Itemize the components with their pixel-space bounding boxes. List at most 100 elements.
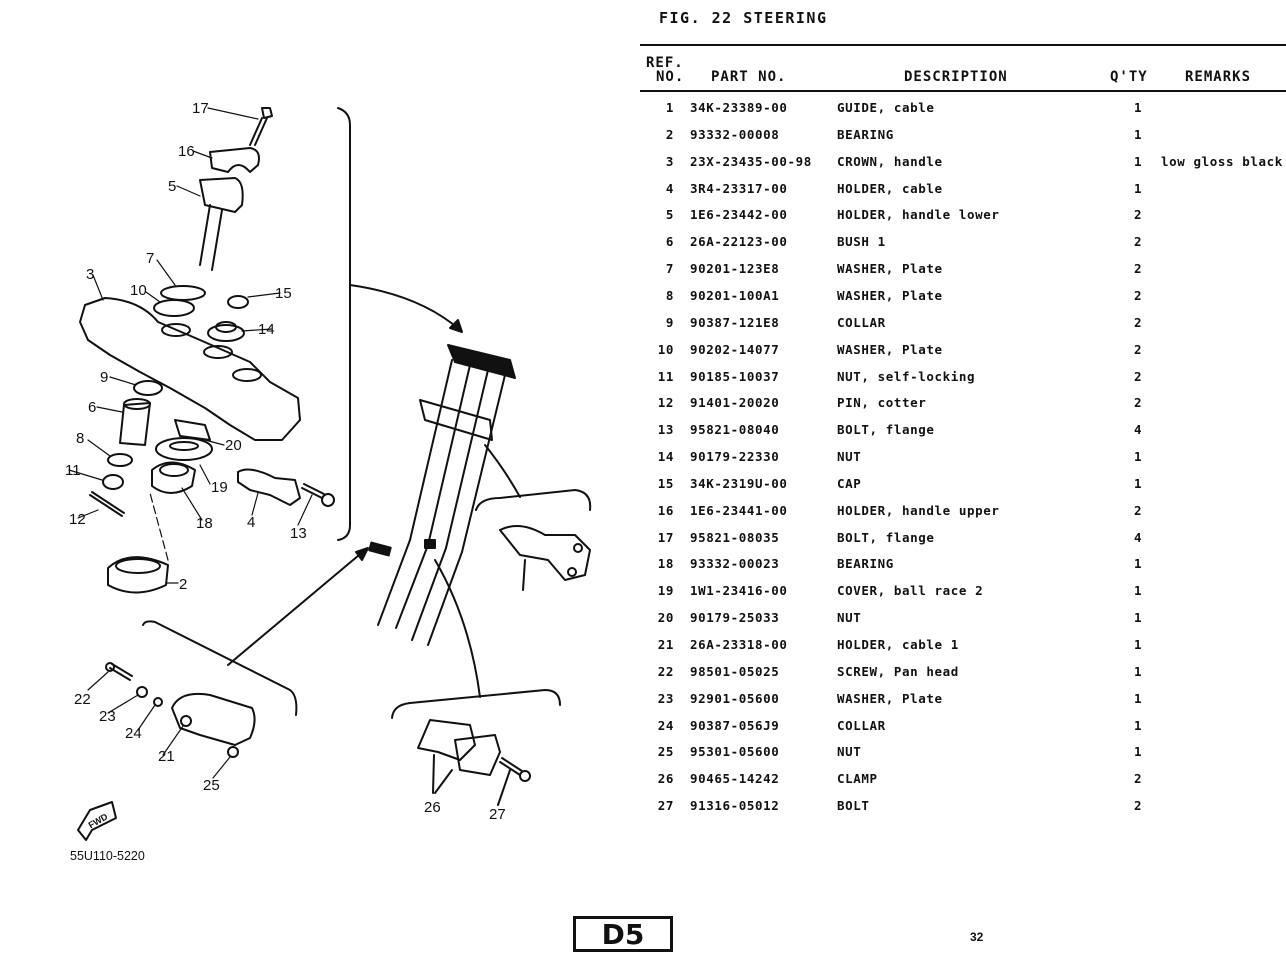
- cell-part-no: 93332-00008: [690, 126, 780, 142]
- cell-ref: 10: [657, 341, 674, 357]
- cell-description: BOLT, flange: [837, 422, 935, 438]
- part-1-cable-guide: [499, 525, 591, 581]
- cell-description: BOLT, flange: [837, 529, 935, 545]
- cell-part-no: 34K-23389-00: [690, 100, 788, 115]
- group-bracket-lower: [142, 620, 298, 716]
- cell-ref: 7: [665, 261, 674, 277]
- callout: 12: [69, 511, 86, 528]
- cell-description: HOLDER, cable: [837, 180, 943, 196]
- callout: 21: [158, 748, 175, 765]
- part-26-clamp: [417, 719, 476, 761]
- cell-qty: 2: [1134, 395, 1143, 411]
- part-11-nut: [102, 474, 124, 490]
- callout: 10: [130, 282, 147, 299]
- callout-labels: 17 16 5 7 15 10 3 14 9 6 20 8 19 11 18 4…: [65, 100, 506, 830]
- cell-ref: 25: [657, 744, 674, 760]
- cell-qty: 2: [1134, 314, 1143, 330]
- leader-arrow-crown: [349, 284, 461, 331]
- header-top-rule: [640, 44, 1286, 46]
- part-24-collar: [153, 697, 163, 707]
- section-badge: D5: [573, 916, 673, 952]
- cell-ref: 23: [657, 690, 674, 706]
- cell-ref: 13: [657, 422, 674, 438]
- cell-part-no: 34K-2319U-00: [690, 475, 788, 491]
- cell-ref: 5: [665, 207, 674, 223]
- cell-part-no: 93332-00023: [690, 556, 780, 572]
- cell-part-no: 90202-14077: [690, 341, 780, 357]
- cell-ref: 20: [657, 610, 674, 626]
- cell-qty: 2: [1134, 234, 1143, 250]
- cell-description: COLLAR: [837, 717, 886, 733]
- cell-part-no: 95301-05600: [690, 744, 780, 760]
- cell-part-no: 90387-121E8: [690, 314, 780, 330]
- cell-description: HOLDER, handle lower: [837, 207, 1000, 223]
- leader-clamp: [434, 559, 481, 698]
- callout: 22: [74, 691, 91, 708]
- cell-description: BEARING: [837, 126, 894, 142]
- header-bottom-rule: [640, 90, 1286, 92]
- callout: 25: [203, 777, 220, 794]
- cell-description: NUT: [837, 744, 862, 760]
- callout: 13: [290, 525, 307, 542]
- cell-description: WASHER, Plate: [837, 690, 943, 706]
- cell-qty: 1: [1134, 663, 1143, 679]
- cell-part-no: 92901-05600: [690, 690, 780, 706]
- part-19-cover: [155, 437, 213, 461]
- cell-qty: 1: [1134, 180, 1143, 196]
- cell-description: HOLDER, cable 1: [837, 637, 959, 652]
- part-12-cotter-pin: [89, 491, 125, 517]
- part-27-bolt: [499, 757, 523, 776]
- callout: 8: [76, 430, 84, 447]
- cell-ref: 4: [665, 180, 674, 196]
- callout: 4: [247, 514, 255, 531]
- cell-qty: 2: [1134, 368, 1143, 384]
- cell-part-no: 23X-23435-00-98: [690, 153, 812, 169]
- cell-description: NUT: [837, 449, 862, 465]
- part-5-holder-lower: [199, 177, 244, 213]
- cell-qty: 2: [1134, 287, 1143, 303]
- front-fork-assembly: [368, 344, 516, 646]
- cell-description: CAP: [837, 475, 862, 491]
- cell-ref: 21: [657, 637, 674, 652]
- cell-description: PIN, cotter: [837, 395, 927, 411]
- drawing-code: 55U110-5220: [70, 849, 145, 863]
- cell-qty: 2: [1134, 207, 1143, 223]
- cell-qty: 2: [1134, 502, 1143, 518]
- part-5-shaft: [199, 204, 223, 271]
- part-25-nut: [227, 746, 239, 758]
- cell-ref: 26: [657, 771, 674, 787]
- cell-qty: 2: [1134, 261, 1143, 277]
- callout: 2: [179, 576, 187, 593]
- cell-ref: 9: [665, 314, 674, 330]
- part-20-nut: [174, 419, 211, 441]
- part-17-bolt: [249, 107, 273, 146]
- figure-title: FIG. 22 STEERING: [659, 9, 828, 27]
- header-part-no: PART NO.: [711, 69, 787, 85]
- group-bracket-clamps: [391, 689, 561, 719]
- part-16-holder-upper: [209, 147, 260, 173]
- callout: 11: [65, 462, 81, 479]
- cell-description: WASHER, Plate: [837, 261, 943, 277]
- part-18-bearing: [151, 461, 196, 494]
- cell-remarks: low gloss black: [1161, 153, 1283, 169]
- cell-part-no: 26A-22123-00: [690, 234, 788, 250]
- cell-part-no: 98501-05025: [690, 663, 780, 679]
- callout: 7: [146, 250, 154, 267]
- part-8-washer: [107, 453, 133, 467]
- cell-ref: 17: [657, 529, 674, 545]
- cell-description: COVER, ball race 2: [837, 583, 984, 599]
- cell-description: SCREW, Pan head: [837, 663, 959, 679]
- part-10-washer: [153, 299, 195, 317]
- cell-qty: 1: [1134, 583, 1143, 599]
